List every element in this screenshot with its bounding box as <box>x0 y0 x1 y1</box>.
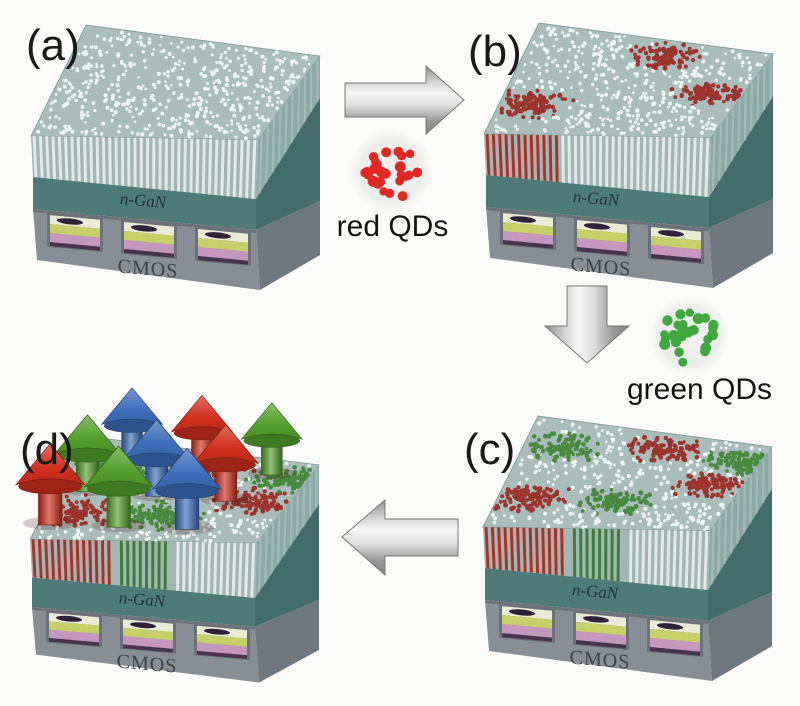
nanowire-stripes <box>32 136 257 199</box>
nanowire-right-face <box>255 464 319 598</box>
nanowire-right-face <box>708 447 772 590</box>
red-qd-cluster-icon <box>349 129 433 213</box>
ngan-right-face <box>708 489 772 621</box>
cmos-top-shadow <box>33 209 256 233</box>
ngan-right-face <box>256 98 320 230</box>
ngan-front-face <box>33 177 256 230</box>
emission-arrow-red <box>14 443 86 530</box>
nanowire-right-face <box>709 54 773 197</box>
top-surface-dots <box>491 418 765 531</box>
nanowire-stripes <box>485 134 710 197</box>
pixel-unit <box>195 226 251 266</box>
device-block-b <box>483 22 774 288</box>
nanowire-front-face <box>483 527 710 590</box>
cmos-right-face <box>255 599 319 683</box>
device-block-c <box>482 415 773 681</box>
emission-arrow-green <box>83 445 155 533</box>
nanowire-front-face <box>484 134 711 197</box>
nanowire-stripes <box>31 539 256 598</box>
emission-arrow-green <box>240 402 304 480</box>
nanowire-right-texture <box>711 57 772 191</box>
pixel-unit <box>647 617 703 657</box>
pixel-unit <box>648 224 704 264</box>
nanowire-right-texture <box>258 59 319 193</box>
device-block-a <box>30 24 321 290</box>
emission-arrow-red <box>192 423 260 506</box>
emission-arrow-blue <box>151 447 223 535</box>
nanowire-stripes <box>484 527 709 590</box>
pixel-unit <box>46 610 102 648</box>
cmos-right-face <box>256 201 320 290</box>
pixel-unit <box>47 212 103 253</box>
nanowire-right-texture <box>257 468 318 593</box>
process-arrow-left <box>341 498 459 577</box>
pixel-unit <box>573 610 629 651</box>
nanowire-right-face <box>256 56 320 199</box>
cmos-right-face <box>708 592 772 681</box>
pixel-array <box>499 603 703 657</box>
pixel-array <box>47 212 251 266</box>
ngan-right-face <box>709 96 773 228</box>
process-arrow-right <box>344 64 465 136</box>
top-surface-dots <box>36 30 311 141</box>
device-block-d <box>14 387 320 683</box>
pixel-unit <box>120 617 176 654</box>
ngan-front-face <box>485 568 708 621</box>
process-arrow-down <box>543 285 631 364</box>
pixel-unit <box>194 623 250 661</box>
ngan-front-face <box>32 577 255 627</box>
green-qd-cluster-icon <box>649 296 729 376</box>
ngan-front-face <box>486 175 709 228</box>
nanowire-front-face <box>31 136 258 199</box>
cmos-top-shadow <box>486 207 709 231</box>
pixel-unit <box>500 210 556 251</box>
cmos-right-face <box>709 199 773 288</box>
nanowire-right-texture <box>710 450 771 584</box>
pixel-unit <box>574 217 630 258</box>
top-surface-dots <box>494 26 768 137</box>
pixel-unit <box>499 603 555 644</box>
cmos-top-shadow <box>32 607 255 630</box>
pixel-array <box>46 610 250 661</box>
pixel-array <box>500 210 704 264</box>
pixel-unit <box>121 219 177 260</box>
nanowire-front-face <box>30 539 257 598</box>
ngan-right-face <box>255 503 319 627</box>
cmos-top-shadow <box>485 600 708 624</box>
